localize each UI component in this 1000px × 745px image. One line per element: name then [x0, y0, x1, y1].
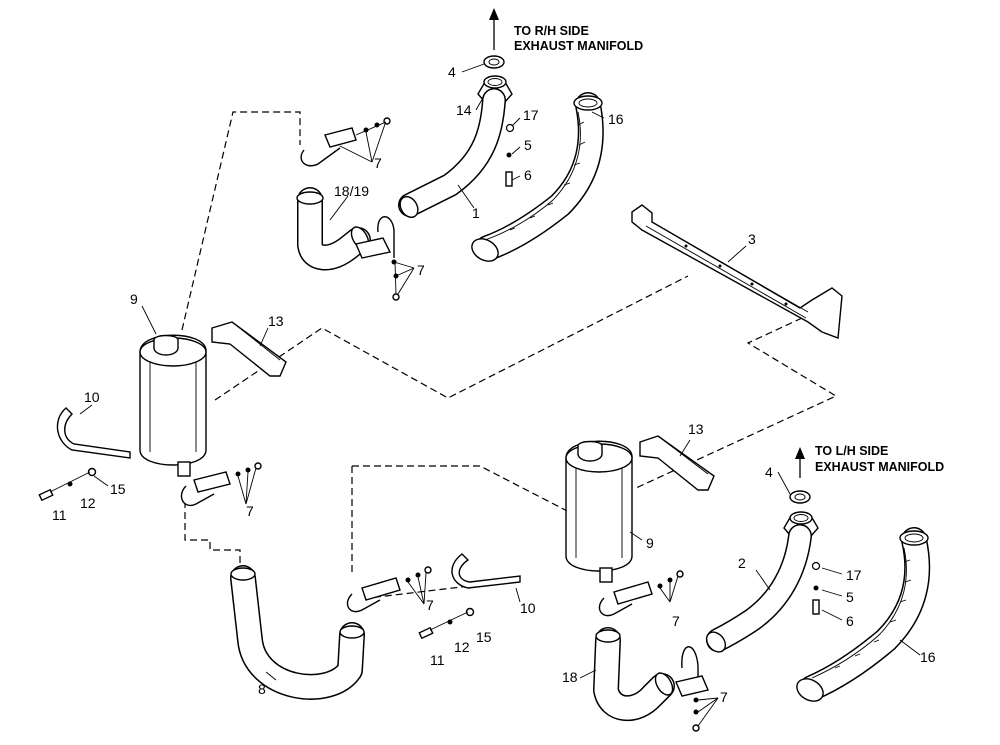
crossmember-3	[631, 204, 843, 339]
callout-4-top: 4	[448, 64, 456, 80]
lh-manifold-note-line1: TO L/H SIDE	[815, 444, 888, 458]
leader-lines	[79, 63, 921, 727]
callout-17-bot: 17	[846, 567, 862, 583]
rh-exhaust-pipe-1	[398, 55, 513, 219]
routing-lines	[181, 111, 838, 601]
clamp-7-mid-right	[598, 570, 684, 617]
callout-9-right: 9	[646, 535, 654, 551]
fasteners-11-12-15-left	[38, 467, 97, 502]
callout-1: 1	[472, 205, 480, 221]
callout-8: 8	[258, 681, 266, 697]
callout-13-right: 13	[688, 421, 704, 437]
heat-shield-13-right	[639, 435, 715, 491]
u-pipe-8	[230, 565, 365, 700]
callout-16-top: 16	[608, 111, 624, 127]
callout-7-e: 7	[672, 613, 680, 629]
clamp-7-mid-left	[180, 462, 262, 507]
callout-7-b: 7	[417, 262, 425, 278]
callout-16-bot: 16	[920, 649, 936, 665]
clamp-7-top-a	[300, 117, 391, 167]
callout-7-f: 7	[720, 689, 728, 705]
fasteners-11-12-15-right	[418, 607, 475, 640]
callout-17-top: 17	[523, 107, 539, 123]
callout-12-left: 12	[80, 495, 96, 511]
lh-manifold-note-line2: EXHAUST MANIFOLD	[815, 460, 944, 474]
heat-shield-13-left	[211, 321, 287, 377]
callout-4-bot: 4	[765, 464, 773, 480]
clamp-7-top-b	[355, 216, 400, 301]
callout-12-right: 12	[454, 639, 470, 655]
callout-5-bot: 5	[846, 589, 854, 605]
callout-6-top: 6	[524, 167, 532, 183]
callout-7-c: 7	[246, 503, 254, 519]
muffler-9-left	[139, 334, 207, 477]
callout-11-left: 11	[52, 507, 67, 523]
callout-18-19: 18/19	[334, 183, 369, 199]
callout-14: 14	[456, 102, 472, 118]
fasteners-17-5-6-bottom	[811, 561, 821, 615]
callout-7-d: 7	[426, 597, 434, 613]
callout-9-left: 9	[130, 291, 138, 307]
callout-10-left: 10	[84, 389, 100, 405]
arrow-up-icon	[489, 8, 805, 478]
rh-manifold-note-line1: TO R/H SIDE	[514, 24, 589, 38]
callout-18: 18	[562, 669, 578, 685]
callout-2: 2	[738, 555, 746, 571]
callout-11-right: 11	[430, 652, 445, 668]
callout-6-bot: 6	[846, 613, 854, 629]
strap-10-left	[56, 407, 131, 459]
lh-exhaust-pipe-2	[705, 490, 819, 653]
elbow-18	[593, 627, 675, 722]
callout-10-right: 10	[520, 600, 536, 616]
muffler-9-right	[565, 440, 633, 583]
callout-7-a: 7	[374, 155, 382, 171]
clamp-7-lower-mid	[346, 566, 432, 613]
callout-5-top: 5	[524, 137, 532, 153]
callout-3: 3	[748, 231, 756, 247]
fasteners-17-5-6-top	[505, 123, 515, 187]
heat-shield-16-top	[471, 92, 604, 262]
heat-shield-16-bottom	[796, 527, 931, 702]
clamp-7-bottom	[675, 646, 709, 732]
callout-15-right: 15	[476, 629, 492, 645]
strap-10-right	[451, 553, 521, 589]
callout-15-left: 15	[110, 481, 126, 497]
callout-13-left: 13	[268, 313, 284, 329]
rh-manifold-note-line2: EXHAUST MANIFOLD	[514, 39, 643, 53]
